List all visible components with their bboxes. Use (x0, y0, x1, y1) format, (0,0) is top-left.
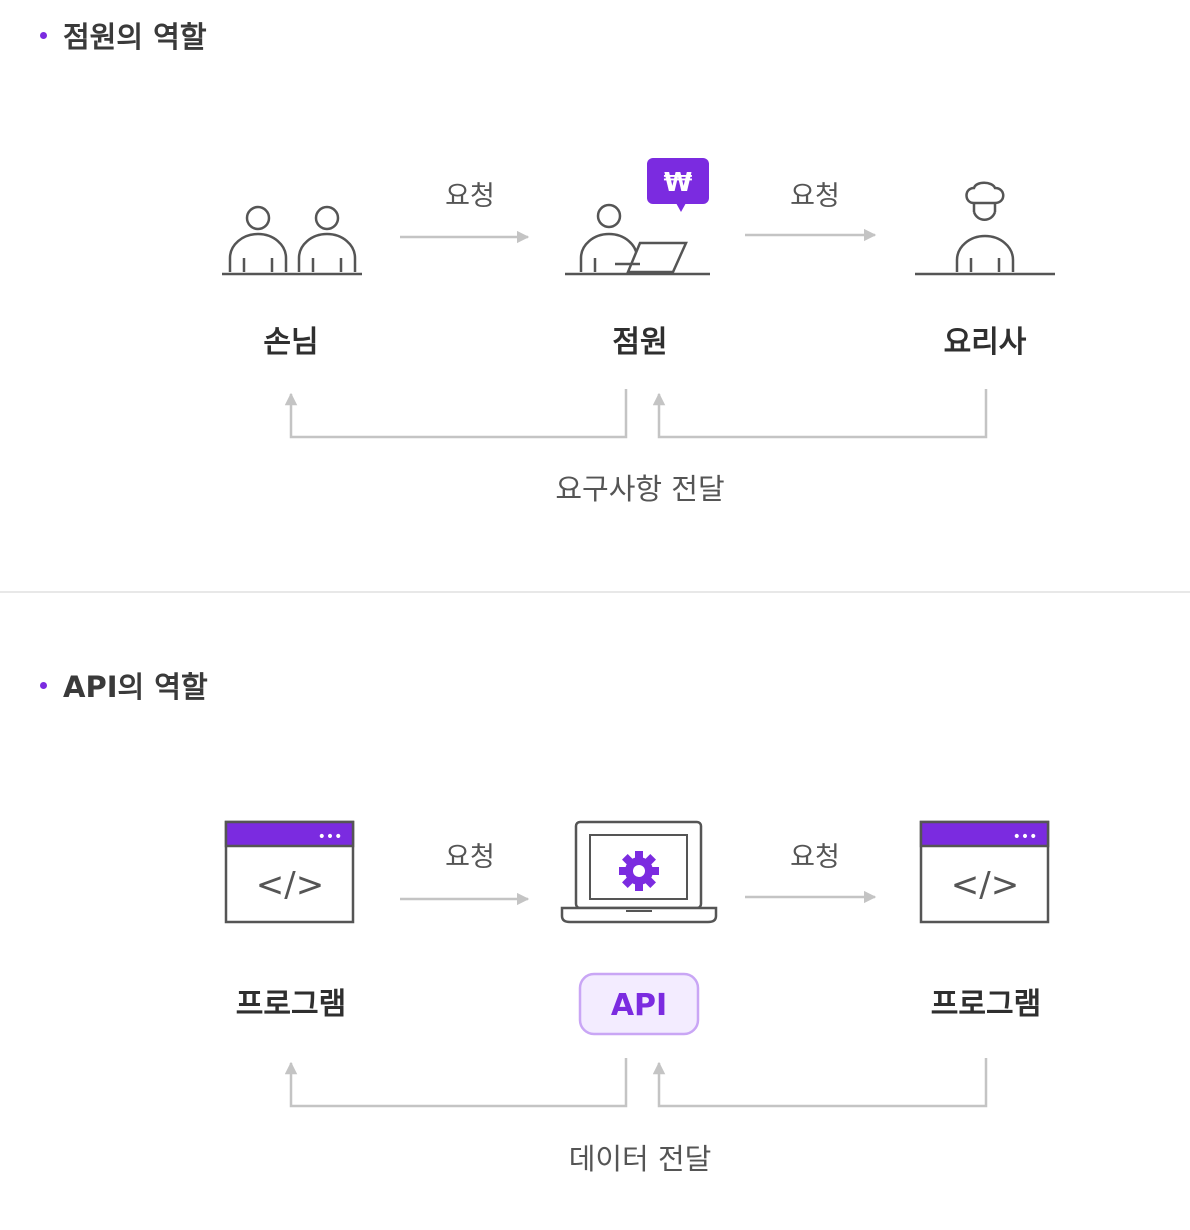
feedback-arrows (284, 389, 988, 439)
feedback-label: 요구사항 전달 (555, 472, 724, 506)
node-label-clerk: 점원 (612, 325, 667, 360)
two-people-icon (222, 205, 362, 276)
node-label-program-right: 프로그램 (931, 987, 1041, 1022)
node-label-customer: 손님 (263, 325, 318, 360)
request-label-2: 요청 (790, 181, 840, 212)
window-dots: ••• (318, 829, 343, 845)
code-window-icon: ••• </> (919, 820, 1050, 924)
currency-glyph: ₩ (664, 168, 693, 198)
section-title-clerk: 점원의 역할 (40, 14, 207, 56)
code-window-icon: ••• </> (224, 820, 355, 924)
code-glyph: </> (951, 865, 1019, 905)
clerk-role-diagram: ₩ 요청 요청 손님 점원 요리사 요구사항 전달 (222, 158, 1055, 506)
request-label-2: 요청 (790, 842, 840, 873)
node-label-program-left: 프로그램 (236, 987, 346, 1022)
feedback-arrows (284, 1058, 988, 1108)
bullet-dot (40, 681, 47, 689)
gear-icon (619, 851, 659, 891)
node-label-api: API (611, 988, 667, 1023)
bullet-dot (40, 31, 47, 39)
api-role-diagram: ••• </> ••• </> (224, 820, 1050, 1176)
request-label-1: 요청 (445, 181, 495, 212)
section-divider (0, 591, 1190, 593)
chef-icon (915, 181, 1055, 276)
feedback-label: 데이터 전달 (569, 1142, 712, 1176)
node-label-chef: 요리사 (944, 325, 1027, 360)
window-dots: ••• (1013, 829, 1038, 845)
section-title-text: 점원의 역할 (63, 20, 207, 54)
price-bubble-icon: ₩ (647, 158, 709, 212)
request-label-1: 요청 (445, 842, 495, 873)
section-title-api: API의 역할 (40, 664, 208, 706)
laptop-gear-icon (560, 820, 718, 924)
section-title-text: API의 역할 (63, 670, 208, 704)
clerk-laptop-icon (565, 203, 710, 276)
api-badge (578, 972, 700, 1036)
code-glyph: </> (256, 865, 324, 905)
